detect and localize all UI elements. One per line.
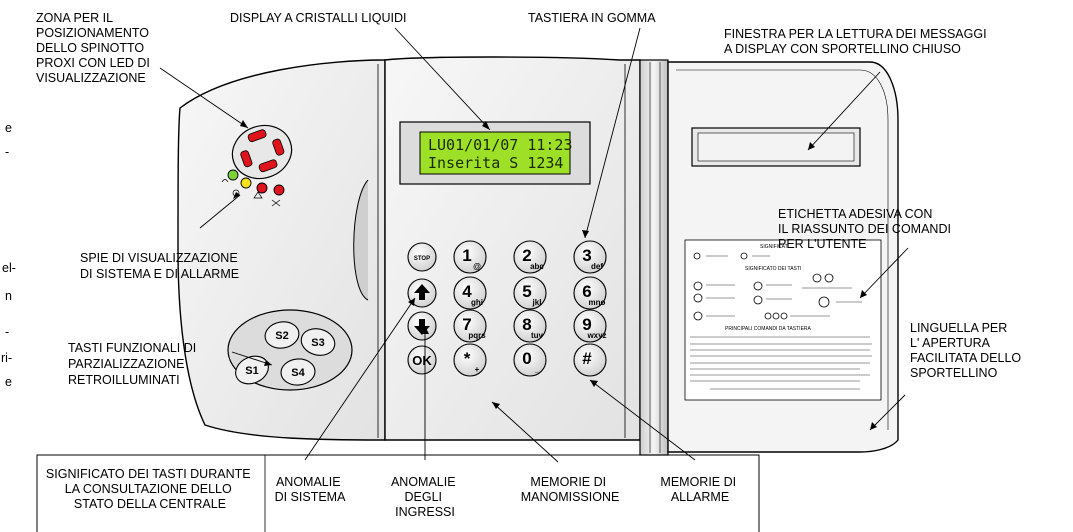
label-finestra: FINESTRA PER LA LETTURA DEI MESSAGGI A D… (724, 27, 990, 56)
leader-lines (159, 27, 909, 463)
lcd-line-2: Inserita S 1234 (428, 154, 563, 172)
sticker (684, 239, 882, 401)
label-anomalie-sistema: ANOMALIE DI SISTEMA (275, 475, 347, 504)
digit-key-sub: ghi (471, 298, 483, 307)
label-memorie-allarme: MEMORIE DI ALLARME (660, 475, 739, 504)
digit-key[interactable]: 1@ (453, 240, 487, 274)
digit-key-label: 5 (522, 282, 531, 301)
label-memorie-manomissione: MEMORIE DI MANOMISSIONE (521, 475, 620, 504)
digit-key-label: 7 (462, 315, 471, 334)
sticker-text-lines (690, 255, 872, 390)
lcd-line-1: LU01/01/07 11:23 (428, 136, 573, 154)
sticker-sub: SIGNIFICATO DEI TASTI (745, 266, 801, 272)
arrow-down-key[interactable] (407, 311, 437, 341)
svg-text:e: e (5, 121, 12, 135)
svg-text:n: n (5, 289, 12, 303)
digit-key[interactable]: # (573, 343, 607, 377)
lcd-screen (419, 131, 571, 175)
digit-key-label: 0 (522, 349, 531, 368)
label-linguella: LINGUELLA PER L' APERTURA FACILITATA DEL… (910, 321, 1025, 380)
ok-key-label: OK (412, 353, 432, 368)
svg-text:-: - (5, 145, 9, 159)
digit-key-sub: + (475, 365, 480, 374)
led-green (227, 169, 239, 181)
digit-key-sub: abc (530, 262, 544, 271)
digit-key-sub: _ (534, 365, 540, 374)
label-tastiera: TASTIERA IN GOMMA (528, 11, 656, 25)
digit-key-label: # (582, 349, 592, 368)
arrow-up-key[interactable] (407, 278, 437, 308)
function-key-label: S3 (311, 337, 324, 349)
digit-key-label: 8 (522, 315, 531, 334)
bottom-label-box (36, 454, 760, 532)
digit-key-sub: tuv (531, 331, 544, 340)
digit-key-sub: pqrs (468, 331, 486, 340)
arrow-down-icon (414, 319, 430, 335)
function-key-label: S4 (291, 367, 305, 379)
function-key-s2[interactable]: S2 (263, 319, 301, 351)
led-yellow (240, 177, 252, 189)
label-significato: SIGNIFICATO DEI TASTI DURANTE LA CONSULT… (46, 467, 254, 511)
led-red-2 (273, 184, 285, 196)
sticker-title: SIGNIFICAT (760, 244, 788, 250)
lcd-bezel: LU01/01/07 11:23 Inserita S 1234 (399, 121, 591, 185)
svg-text:e: e (5, 375, 12, 389)
leader-arrowheads (233, 120, 877, 430)
housing-side-bulge (353, 179, 369, 301)
proxi-zone (231, 124, 293, 180)
label-zona: ZONA PER IL POSIZIONAMENTO DELLO SPINOTT… (36, 11, 153, 85)
digit-key-sub: mno (589, 298, 606, 307)
sticker-icons (693, 252, 834, 321)
function-key-label: S2 (275, 330, 288, 342)
digit-key-sub: def (591, 262, 603, 271)
arrow-up-icon (414, 284, 430, 300)
led-red-1 (256, 182, 268, 194)
stop-key-label: STOP (414, 256, 430, 262)
label-tasti: TASTI FUNZIONALI DI PARZIALIZZAZIONE RET… (68, 341, 200, 387)
status-leds (227, 169, 285, 196)
svg-text:-: - (5, 325, 9, 339)
function-key-s3[interactable]: S3 (298, 325, 338, 359)
digit-key-sub: jkl (532, 298, 542, 307)
left-edge-fragments: e - el- n - ri- e (1, 121, 16, 389)
digit-key-label: 4 (462, 282, 472, 301)
center-panel-inner (377, 64, 626, 438)
sticker-main: PRINCIPALI COMANDI DA TASTIERA (725, 326, 812, 332)
function-key-label: S1 (245, 365, 258, 377)
digit-key-label: * (464, 349, 471, 368)
hinge (639, 59, 669, 456)
digit-key-label: 3 (582, 246, 591, 265)
digit-key-label: 6 (582, 282, 591, 301)
label-anomalie-ingressi: ANOMALIE DEGLI INGRESSI (391, 475, 459, 519)
digit-key-label: 9 (582, 315, 591, 334)
ok-key[interactable]: OK (407, 345, 437, 375)
digit-key-label: 1 (462, 246, 471, 265)
proxi-red-arrows (240, 129, 285, 173)
stop-key[interactable]: STOP (407, 242, 437, 272)
function-key-s4[interactable]: S4 (280, 358, 316, 387)
digit-key[interactable]: *+ (453, 343, 487, 377)
svg-text:el-: el- (2, 261, 16, 275)
svg-text:ri-: ri- (1, 351, 12, 365)
digit-key-sub: @ (473, 262, 481, 271)
label-etichetta: ETICHETTA ADESIVA CON IL RIASSUNTO DEI C… (778, 207, 954, 251)
digit-key-label: 2 (522, 246, 531, 265)
label-display: DISPLAY A CRISTALLI LIQUIDI (230, 11, 406, 25)
keypad: STOPOK1@2abc3def4ghi5jkl6mno7pqrs8tuv9wx… (407, 240, 607, 377)
digit-key[interactable]: 0_ (513, 343, 547, 377)
digit-key-sub: wxyz (586, 331, 606, 340)
label-spie: SPIE DI VISUALIZZAZIONE DI SISTEMA E DI … (80, 251, 241, 281)
